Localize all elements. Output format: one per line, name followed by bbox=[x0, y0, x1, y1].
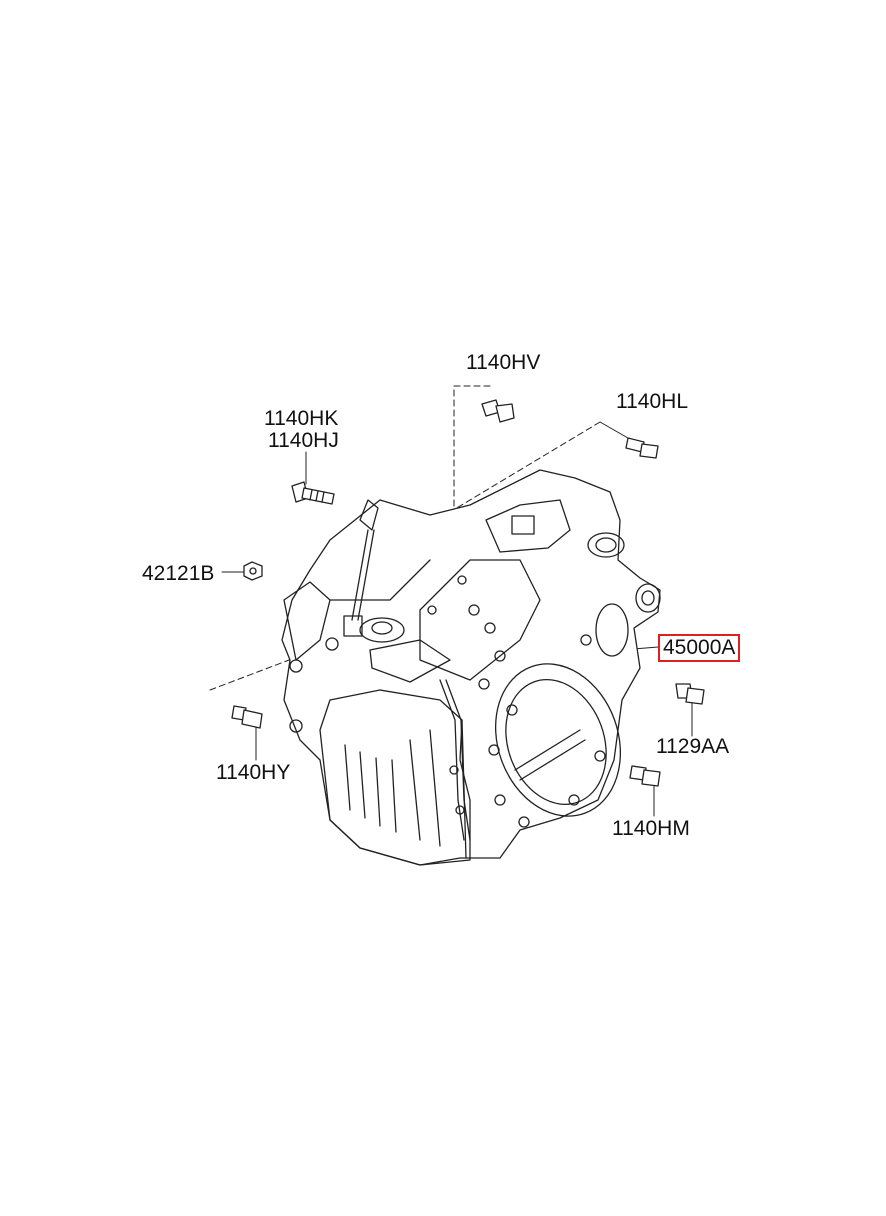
bolt-1140HY bbox=[232, 706, 262, 728]
label-1129AA: 1129AA bbox=[656, 735, 730, 758]
label-1140HM: 1140HM bbox=[612, 817, 690, 840]
label-1140HV: 1140HV bbox=[466, 351, 541, 374]
bolt-1140HV bbox=[482, 400, 514, 422]
label-1140HL: 1140HL bbox=[616, 390, 689, 413]
bolt-1140HM bbox=[630, 766, 660, 786]
label-1140HY: 1140HY bbox=[216, 761, 291, 784]
label-1140HJ: 1140HJ bbox=[268, 429, 339, 452]
nut-42121B bbox=[244, 562, 262, 580]
label-42121B: 42121B bbox=[142, 562, 215, 585]
bolt-1140HL bbox=[626, 438, 658, 458]
transmission-body bbox=[282, 470, 660, 865]
label-1140HK: 1140HK bbox=[264, 407, 339, 430]
label-45000A-highlighted: 45000A bbox=[658, 634, 741, 662]
bolt-1129AA bbox=[676, 684, 704, 704]
solid-leaders bbox=[222, 422, 692, 816]
bolt-1140HK bbox=[292, 482, 334, 504]
